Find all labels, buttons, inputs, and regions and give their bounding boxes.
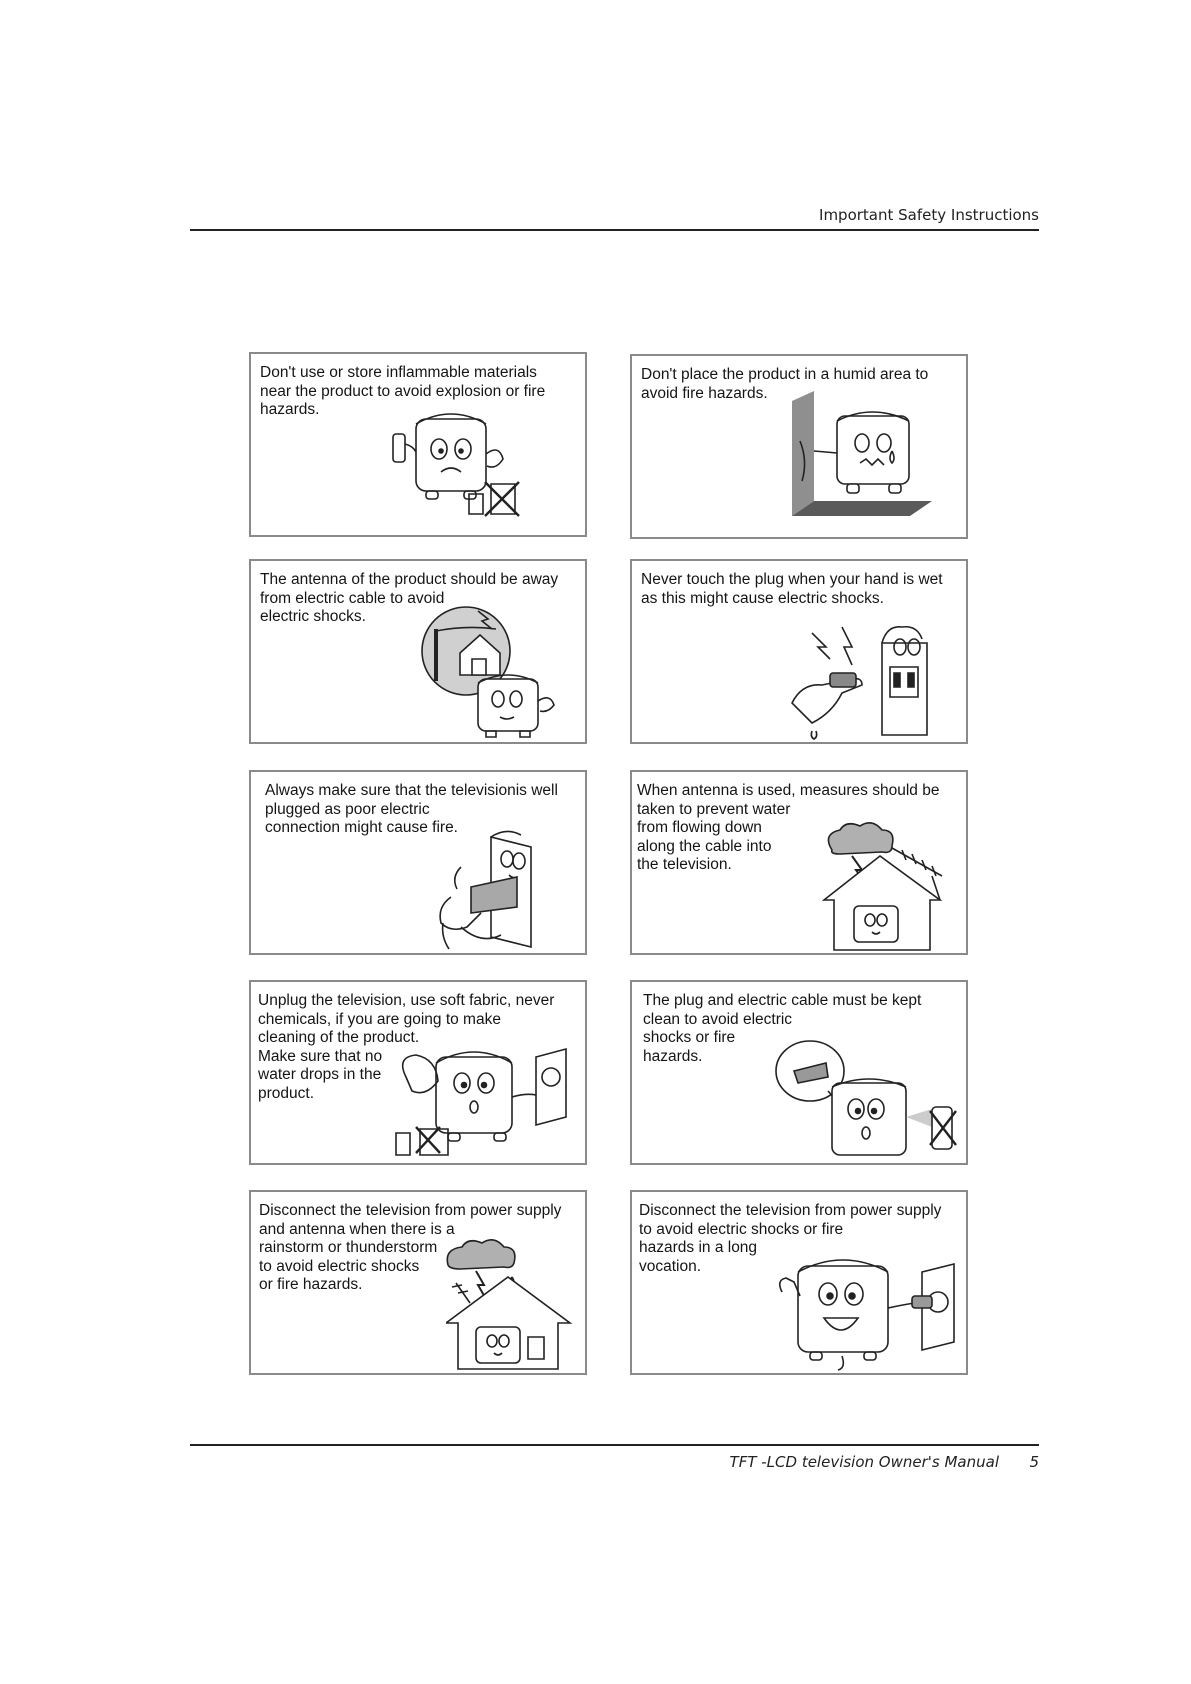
header-title: Important Safety Instructions xyxy=(819,206,1039,224)
panel-text: When antenna is used, measures should be… xyxy=(637,782,940,873)
header-rule xyxy=(190,229,1039,231)
page-number: 5 xyxy=(1029,1453,1039,1471)
house-rain-antenna-icon xyxy=(822,820,962,955)
panel-text: Never touch the plug when your hand is w… xyxy=(641,571,943,607)
antenna-cable-icon xyxy=(416,601,576,741)
panel-text: Disconnect the television from power sup… xyxy=(639,1202,942,1275)
panel-text: Don't use or store inflammable materials… xyxy=(260,364,546,418)
safety-panel-clean-plug: The plug and electric cable must be kept… xyxy=(630,980,968,1165)
tv-refusing-flammables-icon xyxy=(381,404,531,529)
tv-unplugging-icon xyxy=(772,1252,962,1372)
safety-panel-humid: Don't place the product in a humid area … xyxy=(630,354,968,539)
panel-text: Don't place the product in a humid area … xyxy=(641,366,929,402)
tv-cleaning-icon xyxy=(386,1037,581,1162)
plug-in-socket-icon xyxy=(431,827,561,952)
safety-panel-plug-well: Always make sure that the televisionis w… xyxy=(249,770,587,955)
footer-manual-title: TFT -LCD television Owner's Manual xyxy=(729,1453,999,1471)
safety-panel-flammable: Don't use or store inflammable materials… xyxy=(249,352,587,537)
safety-panel-wet-hand: Never touch the plug when your hand is w… xyxy=(630,559,968,744)
panel-text: Unplug the television, use soft fabric, … xyxy=(258,992,555,1102)
safety-panel-cleaning: Unplug the television, use soft fabric, … xyxy=(249,980,587,1165)
panel-text: Disconnect the television from power sup… xyxy=(259,1202,562,1293)
safety-panel-antenna-water: When antenna is used, measures should be… xyxy=(630,770,968,955)
house-thunderstorm-icon xyxy=(446,1237,576,1377)
panel-text: Always make sure that the televisionis w… xyxy=(265,782,558,836)
safety-panel-thunderstorm: Disconnect the television from power sup… xyxy=(249,1190,587,1375)
panel-text: The antenna of the product should be awa… xyxy=(260,571,559,625)
safety-panel-antenna-cable: The antenna of the product should be awa… xyxy=(249,559,587,744)
panel-text: The plug and electric cable must be kept… xyxy=(643,992,922,1065)
tv-humid-wall-icon xyxy=(792,391,932,516)
safety-panel-long-vacation: Disconnect the television from power sup… xyxy=(630,1190,968,1375)
wet-hand-plug-icon xyxy=(782,613,952,743)
footer-rule xyxy=(190,1444,1039,1446)
clean-plug-icon xyxy=(772,1037,962,1162)
